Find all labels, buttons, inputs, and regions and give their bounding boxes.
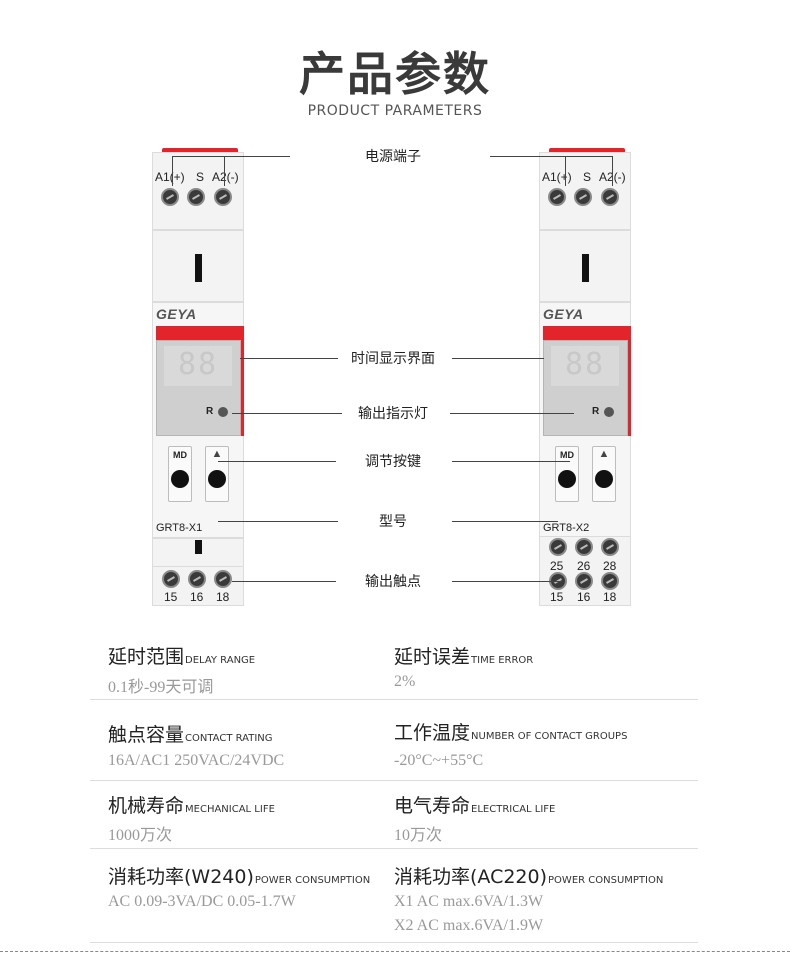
- screw-icon: [575, 538, 593, 556]
- leader-line: [612, 156, 613, 186]
- terminal-s-label: S: [196, 170, 205, 184]
- time-display: 88: [551, 346, 619, 386]
- screw-icon: [214, 188, 232, 206]
- param-value: 1000万次: [108, 827, 173, 844]
- param-value: 2%: [394, 673, 416, 690]
- model-label: GRT8-X1: [156, 522, 203, 534]
- slot: [582, 254, 589, 282]
- screw-icon: [548, 188, 566, 206]
- param-label: 延时范围DELAY RANGE: [108, 646, 256, 668]
- page-title: 产品参数: [299, 47, 491, 101]
- param-value: 16A/AC1 250VAC/24VDC: [108, 752, 285, 769]
- param-value: 0.1秒-99天可调: [108, 679, 214, 696]
- screw-icon: [161, 188, 179, 206]
- callout-adjust-buttons: 调节按键: [365, 454, 421, 470]
- param-label: 机械寿命MECHANICAL LIFE: [108, 795, 275, 817]
- screw-icon: [601, 188, 619, 206]
- red-cap: [162, 148, 238, 154]
- terminal-15-label: 15: [550, 590, 564, 604]
- param-value: -20°C~+55°C: [394, 752, 484, 769]
- leader-line: [224, 156, 225, 186]
- callout-model: 型号: [379, 514, 407, 530]
- output-led-icon: [218, 407, 228, 417]
- leader-line: [232, 413, 342, 414]
- param-label: 消耗功率(W240)POWER CONSUMPTION: [108, 866, 371, 888]
- screw-icon: [574, 188, 592, 206]
- leader-line: [450, 413, 574, 414]
- brand-logo: GEYA: [156, 306, 197, 322]
- indicator-label: R: [592, 406, 600, 417]
- screw-icon: [188, 570, 206, 588]
- terminal-16-label: 16: [577, 590, 591, 604]
- brand-logo: GEYA: [543, 306, 584, 322]
- leader-line: [240, 358, 338, 359]
- leader-line: [490, 156, 612, 157]
- row-divider: [90, 848, 698, 849]
- callout-time-display: 时间显示界面: [351, 351, 435, 367]
- leader-line: [452, 521, 558, 522]
- param-label: 延时误差TIME ERROR: [394, 646, 534, 668]
- screw-icon: [549, 538, 567, 556]
- row-divider: [90, 699, 698, 700]
- terminal-16-label: 16: [190, 590, 204, 604]
- terminal-18-label: 18: [216, 590, 230, 604]
- indicator-label: R: [206, 406, 214, 417]
- row-divider: [90, 942, 698, 943]
- leader-line: [565, 156, 566, 186]
- terminal-s-label: S: [583, 170, 592, 184]
- screw-icon: [575, 572, 593, 590]
- slot: [195, 254, 202, 282]
- param-label: 触点容量CONTACT RATING: [108, 724, 273, 746]
- red-cap: [549, 148, 625, 154]
- terminal-a1-label: A1(+): [155, 170, 185, 184]
- leader-line: [218, 521, 338, 522]
- screw-icon: [601, 572, 619, 590]
- terminal-a2-label: A2(-): [212, 170, 239, 184]
- time-display: 88: [164, 346, 232, 386]
- up-button-cap[interactable]: [208, 470, 226, 488]
- param-label: 消耗功率(AC220)POWER CONSUMPTION: [394, 866, 664, 888]
- model-label: GRT8-X2: [543, 522, 590, 534]
- leader-line: [172, 156, 224, 157]
- up-button-cap[interactable]: [595, 470, 613, 488]
- output-led-icon: [604, 407, 614, 417]
- param-label: 工作温度NUMBER OF CONTACT GROUPS: [394, 722, 628, 744]
- md-button-label: MD: [173, 450, 187, 460]
- leader-line: [452, 581, 562, 582]
- screw-icon: [162, 570, 180, 588]
- leader-line: [218, 461, 336, 462]
- terminal-a1-label: A1(+): [542, 170, 572, 184]
- screw-icon: [214, 570, 232, 588]
- terminal-15-label: 15: [164, 590, 178, 604]
- screw-icon: [601, 538, 619, 556]
- leader-line: [452, 461, 570, 462]
- terminal-18-label: 18: [603, 590, 617, 604]
- param-value: X1 AC max.6VA/1.3W: [394, 893, 544, 910]
- callout-power-terminal: 电源端子: [365, 149, 421, 165]
- dashed-divider: [0, 951, 790, 952]
- page-subtitle: PRODUCT PARAMETERS: [307, 103, 483, 119]
- md-button-cap[interactable]: [558, 470, 576, 488]
- param-value: AC 0.09-3VA/DC 0.05-1.7W: [108, 893, 296, 910]
- row-divider: [90, 780, 698, 781]
- md-button-label: MD: [560, 450, 574, 460]
- leader-line: [232, 581, 336, 582]
- terminal-28-label: 28: [603, 559, 617, 573]
- terminal-25-label: 25: [550, 559, 564, 573]
- leader-line: [224, 156, 290, 157]
- md-button-cap[interactable]: [171, 470, 189, 488]
- screw-icon: [187, 188, 205, 206]
- triangle-up-icon: ▲: [598, 448, 610, 460]
- callout-output-contacts: 输出触点: [365, 574, 421, 590]
- param-value: X2 AC max.6VA/1.9W: [394, 917, 544, 934]
- param-value: 10万次: [394, 827, 443, 844]
- leader-line: [452, 358, 544, 359]
- leader-line: [172, 156, 173, 186]
- param-label: 电气寿命ELECTRICAL LIFE: [394, 795, 556, 817]
- triangle-up-icon: ▲: [211, 448, 223, 460]
- slot: [195, 540, 202, 554]
- terminal-26-label: 26: [577, 559, 591, 573]
- callout-output-indicator: 输出指示灯: [358, 406, 428, 422]
